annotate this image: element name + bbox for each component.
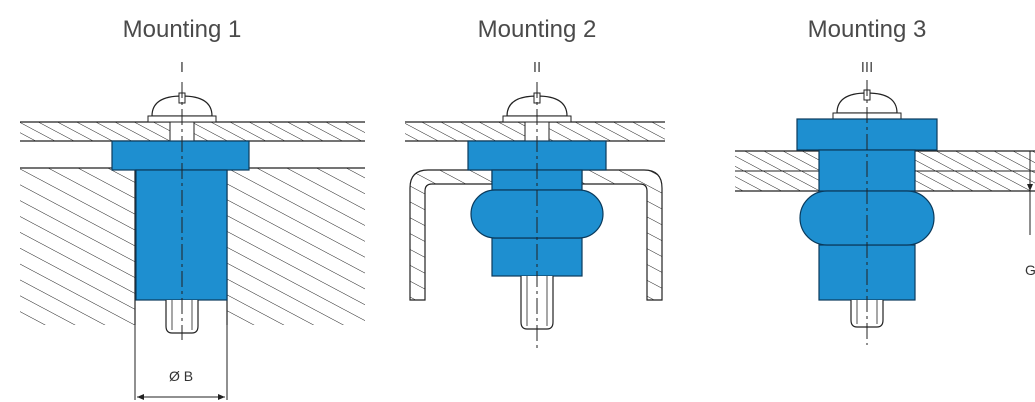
mounting-3-screw-tip [850,300,884,328]
mounting-1-roman-label: I [180,59,184,76]
mounting-2-bracket [409,169,663,301]
mounting-3-panel [735,150,1035,192]
mounting-3-roman-label: III [861,59,874,76]
mounting-3-thickness-dimension: G [1025,151,1035,278]
mounting-3: Mounting 3 III [735,16,1035,345]
cut-off-label: G [1025,262,1035,278]
mounting-1-title: Mounting 1 [123,16,242,43]
mounting-2-title: Mounting 2 [478,16,597,43]
diameter-label: Ø B [169,368,193,384]
mounting-2-roman-label: II [533,59,541,76]
mounting-3-title: Mounting 3 [808,16,927,43]
mounting-1: Mounting 1 I [20,16,365,400]
mounting-1-diameter-dimension: Ø B [134,325,228,400]
mounting-2: Mounting 2 II [405,16,665,352]
